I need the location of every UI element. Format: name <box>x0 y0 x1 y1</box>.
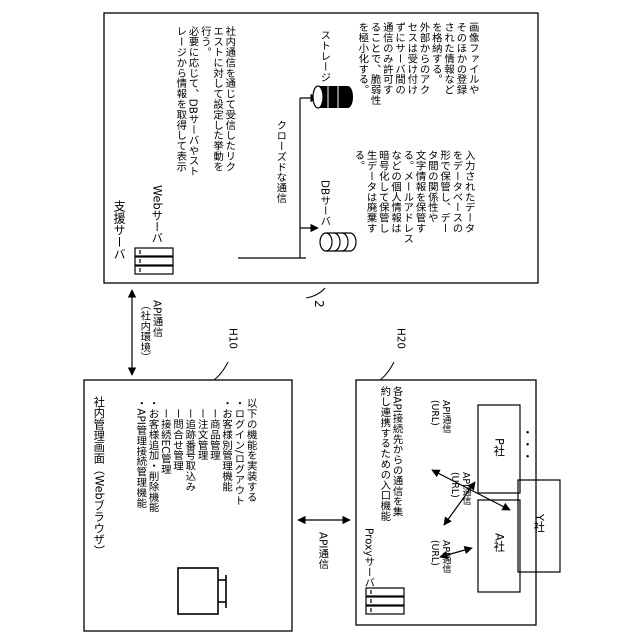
proxy-desc: 各API接続先からの通信を集 約し連携するための入口機能 <box>378 386 403 521</box>
api-link-y-label: API通信 (URL) <box>448 472 470 505</box>
admin-feature-item: ー問合せ管理 <box>171 398 183 568</box>
storage-desc-line: 通信のみ許可す <box>381 22 393 142</box>
api-link-y-label-line: API通信 <box>459 472 470 505</box>
ref-h20: H20 <box>394 328 406 349</box>
web-server-desc-line: レージから情報を取得して表示 <box>174 26 186 236</box>
storage-desc-line: を格納する。 <box>430 22 442 142</box>
web-server-desc: 社内通信を通じて受信したリク エストに対して設定した挙動を 行う。 必要に応じて… <box>174 26 235 236</box>
ref-h10-leader <box>214 362 228 380</box>
storage-desc: 画像ファイルや そのほかの登録 された情報など を格納する。 外部からのアク セ… <box>356 22 479 142</box>
support-server-title: 支援サーバ <box>112 200 126 260</box>
db-server-desc-line: 形で保管し、デー <box>438 150 450 278</box>
db-server-desc-line: る。メールアドレス <box>401 150 413 278</box>
api-link-y-arrow <box>432 470 510 510</box>
db-server-desc: 入力されたデータ をデータベースの 形で保管し、デー タ間の関係性や 文字情報を… <box>352 150 475 278</box>
db-server-desc-line: る。 <box>352 150 364 278</box>
ref-h10: H10 <box>226 328 238 349</box>
api-link-p-label-line: API通信 <box>439 400 450 433</box>
storage-desc-line: 画像ファイルや <box>466 22 478 142</box>
db-server-desc-line: 生データは廃棄す <box>364 150 376 278</box>
endpoint-more-ellipsis: ・・・ <box>520 426 534 462</box>
api-link-y-label-line: (URL) <box>448 472 459 505</box>
db-server-desc-line: タ間の関係性や <box>426 150 438 278</box>
storage-desc-line: 外部からのアク <box>417 22 429 142</box>
admin-feature-item: ー接続EC管理 <box>159 398 171 568</box>
storage-desc-line: された情報など <box>442 22 454 142</box>
endpoint-p-name: P社 <box>492 438 505 456</box>
db-server-desc-line: をデータベースの <box>450 150 462 278</box>
ref-h20-leader <box>380 362 394 380</box>
admin-feature-item: ー注文管理 <box>195 398 207 568</box>
closed-comm-line <box>300 98 306 258</box>
storage-desc-line: ずにサーバ間の <box>393 22 405 142</box>
monitor-icon <box>178 568 226 614</box>
db-server-desc-line: などの個人情報は <box>389 150 401 278</box>
api-link-a-label: API通信 (URL) <box>428 540 450 573</box>
proxy-server-label: Proxyサーバ <box>362 528 374 588</box>
api-link-top-label: API通信 （社内環境） <box>138 300 163 362</box>
web-server-desc-line: 行う。 <box>199 26 211 236</box>
api-link-a-label-line: (URL) <box>428 540 439 573</box>
api-link-p-label: API通信 (URL) <box>428 400 450 433</box>
storage-desc-line: を極小化する。 <box>356 22 368 142</box>
proxy-desc-line: 各API接続先からの通信を集 <box>390 386 402 521</box>
api-link-a-label-line: API通信 <box>439 540 450 573</box>
admin-feature-item: ・お客様別管理機能 <box>220 398 232 568</box>
admin-feature-item: ・API管理接続管理機能 <box>134 398 146 568</box>
web-server-desc-line: 社内通信を通じて受信したリク <box>223 26 235 236</box>
endpoint-a-name: A社 <box>492 533 505 552</box>
db-server-desc-line: 入力されたデータ <box>462 150 474 278</box>
web-server-label: Webサーバ <box>150 185 163 244</box>
admin-feature-item: 以下の機能を実装する <box>244 398 256 568</box>
api-link-p-label-line: (URL) <box>428 400 439 433</box>
storage-icon <box>313 86 353 108</box>
ref-2-leader <box>306 288 325 298</box>
api-link-top-label-line: （社内環境） <box>138 300 150 362</box>
ref-numeral-2: 2 <box>312 300 326 308</box>
db-server-desc-line: 暗号化して保管し <box>377 150 389 278</box>
web-server-desc-line: 必要に応じて、DBサーバやスト <box>186 26 198 236</box>
api-link-mid-label: API通信 <box>316 532 328 569</box>
database-icon <box>320 233 356 251</box>
admin-feature-item: ・ログイン/ログアウト <box>232 398 244 568</box>
admin-feature-item: ・お客様追加・削除機能 <box>146 398 158 568</box>
db-server-desc-line: 文字情報を保管す <box>413 150 425 278</box>
storage-desc-line: そのほかの登録 <box>454 22 466 142</box>
closed-comm-label: クローズドな通信 <box>274 120 286 203</box>
admin-feature-list: 以下の機能を実装する ・ログイン/ログアウト ・お客様別管理機能 ー商品管理 ー… <box>134 398 257 568</box>
proxy-desc-line: 約し連携するための入口機能 <box>378 386 390 521</box>
admin-feature-item: ー商品管理 <box>208 398 220 568</box>
storage-desc-line: セスは受け付け <box>405 22 417 142</box>
proxy-server-icon <box>366 588 404 614</box>
db-server-label: DBサーバ <box>318 180 330 226</box>
api-link-top-label-line: API通信 <box>150 300 162 362</box>
admin-feature-item: ー追跡番号取込み <box>183 398 195 568</box>
web-server-desc-line: エストに対して設定した挙動を <box>211 26 223 236</box>
storage-label: ストレージ <box>318 30 330 82</box>
endpoint-y-name: Y社 <box>532 514 545 532</box>
storage-desc-line: ることで、脆弱性 <box>368 22 380 142</box>
server-icon <box>135 248 173 274</box>
admin-screen-title: 社内管理画面（Webブラウザ） <box>92 396 105 556</box>
